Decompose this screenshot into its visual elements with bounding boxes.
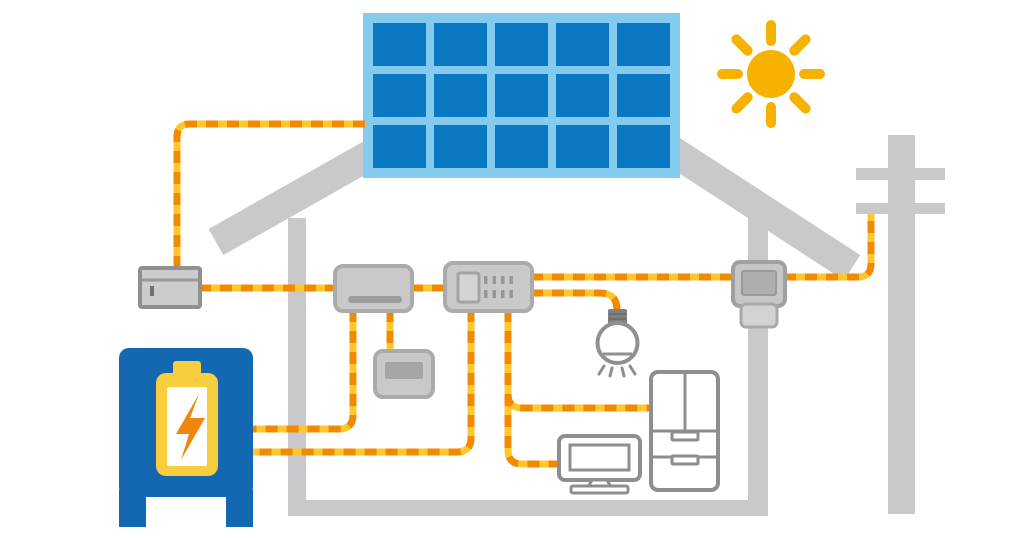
sun-icon <box>717 20 825 128</box>
tv-stand-base <box>569 484 630 495</box>
tv-screen <box>568 443 631 472</box>
tv <box>557 434 642 495</box>
sun-rays <box>717 20 825 128</box>
pole-crossarm-upper <box>856 168 945 180</box>
floor <box>288 500 768 516</box>
distribution-board-breaker-switches <box>484 276 513 298</box>
solar-panel <box>363 13 680 178</box>
battery-charge-icon <box>156 361 218 476</box>
fridge-drawer-handle-top <box>670 430 700 442</box>
energy-monitor-screen <box>385 362 423 379</box>
pole-crossarm-lower <box>856 203 945 214</box>
light-bulb <box>595 309 640 378</box>
distribution-board-display <box>456 271 481 304</box>
smart-meter <box>731 260 787 329</box>
power-conditioner <box>333 264 414 313</box>
fridge-drawer-handle-bottom <box>670 454 700 466</box>
sun-core <box>747 50 795 98</box>
power-conditioner-vent-slot <box>348 296 402 303</box>
junction-box-latch <box>150 286 154 296</box>
utility-pole <box>856 135 945 514</box>
bulb-light-rays <box>597 364 637 378</box>
wall-left <box>288 218 306 516</box>
solar-panel-cells <box>373 23 670 168</box>
bulb-globe <box>595 321 640 365</box>
lightning-bolt-icon <box>176 394 205 460</box>
smart-meter-screen <box>741 270 777 296</box>
junction-box <box>138 266 202 309</box>
refrigerator <box>649 370 720 492</box>
distribution-board <box>443 261 534 313</box>
bulb-socket <box>608 309 627 324</box>
storage-battery <box>119 348 253 527</box>
smart-meter-lower-unit <box>739 302 779 329</box>
energy-monitor <box>373 349 435 399</box>
pole-mast <box>888 135 915 514</box>
